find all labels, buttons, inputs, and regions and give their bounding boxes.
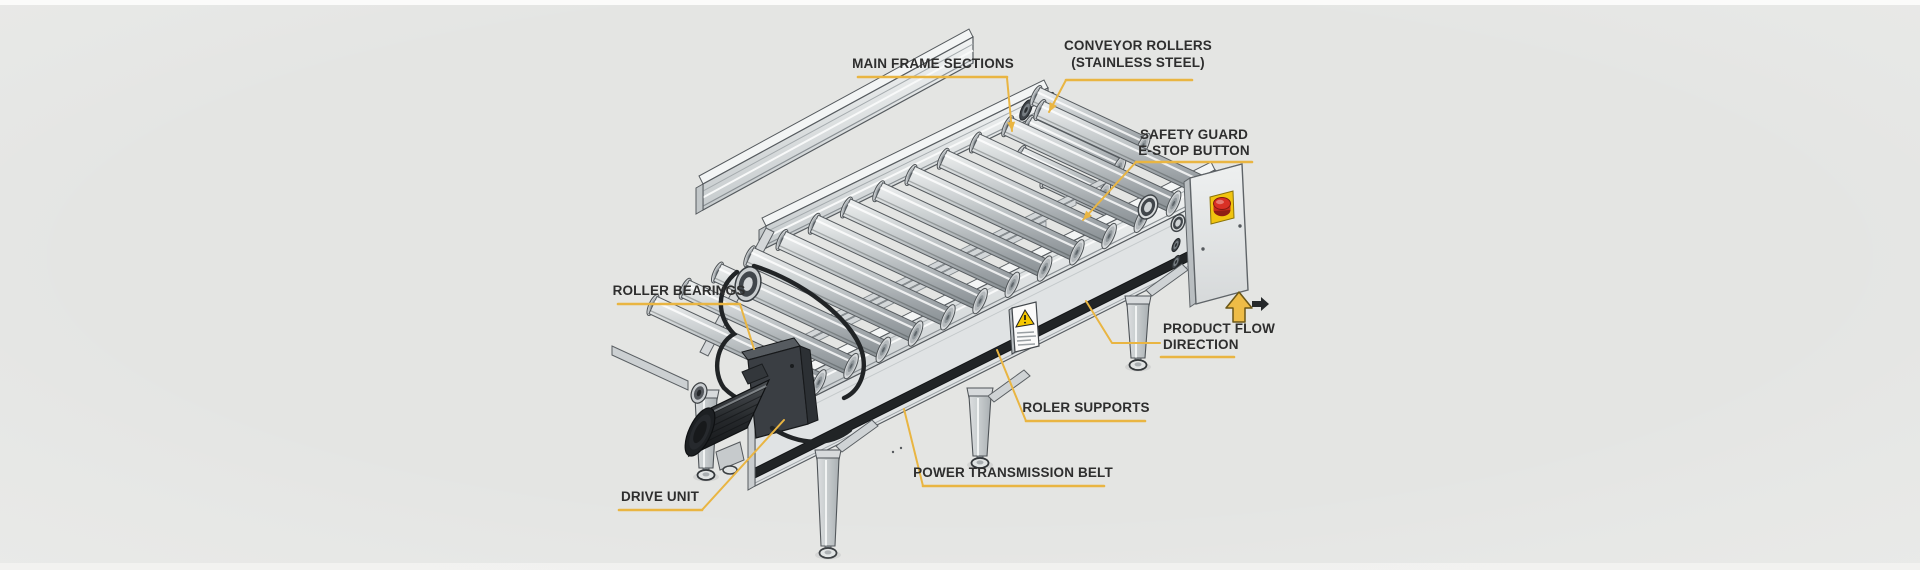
part-label-text: ROLLER BEARINGS (613, 283, 746, 298)
part-label-text: DIRECTION (1163, 337, 1239, 352)
part-label-main-frame-sections: MAIN FRAME SECTIONS (852, 56, 1016, 132)
part-label-conveyor-rollers: CONVEYOR ROLLERS (STAINLESS STEEL) (1048, 38, 1212, 113)
leader-line (903, 408, 924, 487)
part-label-text: SAFETY GUARD (1140, 127, 1248, 142)
leader-arrowhead (1007, 121, 1016, 131)
part-label-text: E-STOP BUTTON (1138, 143, 1249, 158)
part-label-drive-unit: DRIVE UNIT (617, 419, 785, 512)
leader-arrowhead (1083, 210, 1093, 220)
leader-line (739, 303, 755, 350)
part-label-text: POWER TRANSMISSION BELT (913, 465, 1113, 480)
part-label-text: MAIN FRAME SECTIONS (852, 56, 1014, 71)
part-labels: MAIN FRAME SECTIONS CONVEYOR ROLLERS (STAI… (613, 38, 1275, 512)
leader-arrowhead (1049, 102, 1057, 112)
part-label-roller-bearings: ROLLER BEARINGS (613, 283, 755, 350)
leader-line (1085, 300, 1161, 344)
leader-line (996, 349, 1027, 422)
part-label-text: PRODUCT FLOW (1163, 321, 1275, 336)
part-label-power-transmission-belt: POWER TRANSMISSION BELT (903, 408, 1113, 488)
part-label-roler-supports: ROLER SUPPORTS (996, 349, 1150, 423)
part-label-text: ROLER SUPPORTS (1022, 400, 1149, 415)
part-label-text: (STAINLESS STEEL) (1071, 55, 1205, 70)
part-label-text: CONVEYOR ROLLERS (1064, 38, 1212, 53)
leader-line (701, 419, 785, 511)
leader-line (1082, 161, 1137, 221)
part-label-text: DRIVE UNIT (621, 489, 700, 504)
